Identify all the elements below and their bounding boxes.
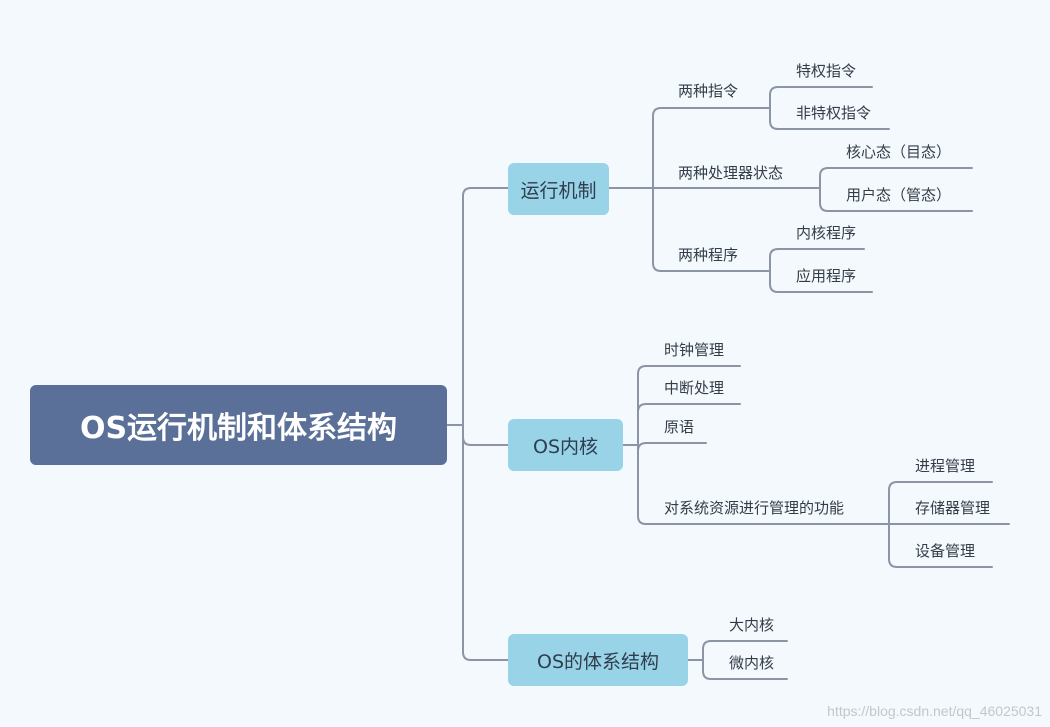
connector-states-kernel [819,167,973,189]
connector-arch-micro [702,659,788,680]
connector-res-device [888,523,993,568]
leaf-kernel-mode[interactable]: 核心态（目态） [846,143,952,161]
connector-to-kernel [462,424,509,446]
leaf-process-management[interactable]: 进程管理 [915,457,976,475]
connector-to-run [462,187,509,426]
leaf-memory-management[interactable]: 存储器管理 [915,499,991,517]
connector-kernel-resources [637,444,890,525]
connector-kernel-primitive [637,442,707,452]
leaf-macro-kernel[interactable]: 大内核 [729,616,775,634]
subtopic-two-programs[interactable]: 两种程序 [678,246,739,264]
connector-instr-privileged [769,86,873,109]
topic-os-kernel[interactable]: OS内核 [508,419,623,471]
topic-os-architecture[interactable]: OS的体系结构 [508,634,688,686]
connector-run-programs [652,187,771,272]
connector-prog-kernel [769,248,865,272]
connector-res-process [888,481,993,525]
watermark-url: https://blog.csdn.net/qq_46025031 [827,703,1042,719]
connector-kernel-interrupt [637,403,741,446]
subtopic-primitive[interactable]: 原语 [664,418,695,436]
connector-kernel-clock [637,365,741,446]
leaf-device-management[interactable]: 设备管理 [915,542,976,560]
connector-to-arch [462,424,509,661]
leaf-micro-kernel[interactable]: 微内核 [729,654,775,672]
leaf-kernel-program[interactable]: 内核程序 [796,224,857,242]
connector-prog-app [769,270,873,293]
leaf-application-program[interactable]: 应用程序 [796,267,857,285]
subtopic-resource-management[interactable]: 对系统资源进行管理的功能 [664,499,845,517]
subtopic-interrupt-handling[interactable]: 中断处理 [664,379,725,397]
leaf-privileged-instruction[interactable]: 特权指令 [796,62,857,80]
topic-run-mechanism[interactable]: 运行机制 [508,163,609,215]
connector-instr-nonprivileged [769,107,890,130]
subtopic-clock-management[interactable]: 时钟管理 [664,341,725,359]
connector-run-instructions [652,107,771,189]
leaf-nonprivileged-instruction[interactable]: 非特权指令 [796,104,872,122]
subtopic-two-instructions[interactable]: 两种指令 [678,82,739,100]
subtopic-two-processor-states[interactable]: 两种处理器状态 [678,164,784,182]
connector-states-user [819,187,973,212]
connector-arch-macro [702,640,788,661]
leaf-user-mode[interactable]: 用户态（管态） [846,186,952,204]
root-topic[interactable]: OS运行机制和体系结构 [30,385,447,465]
